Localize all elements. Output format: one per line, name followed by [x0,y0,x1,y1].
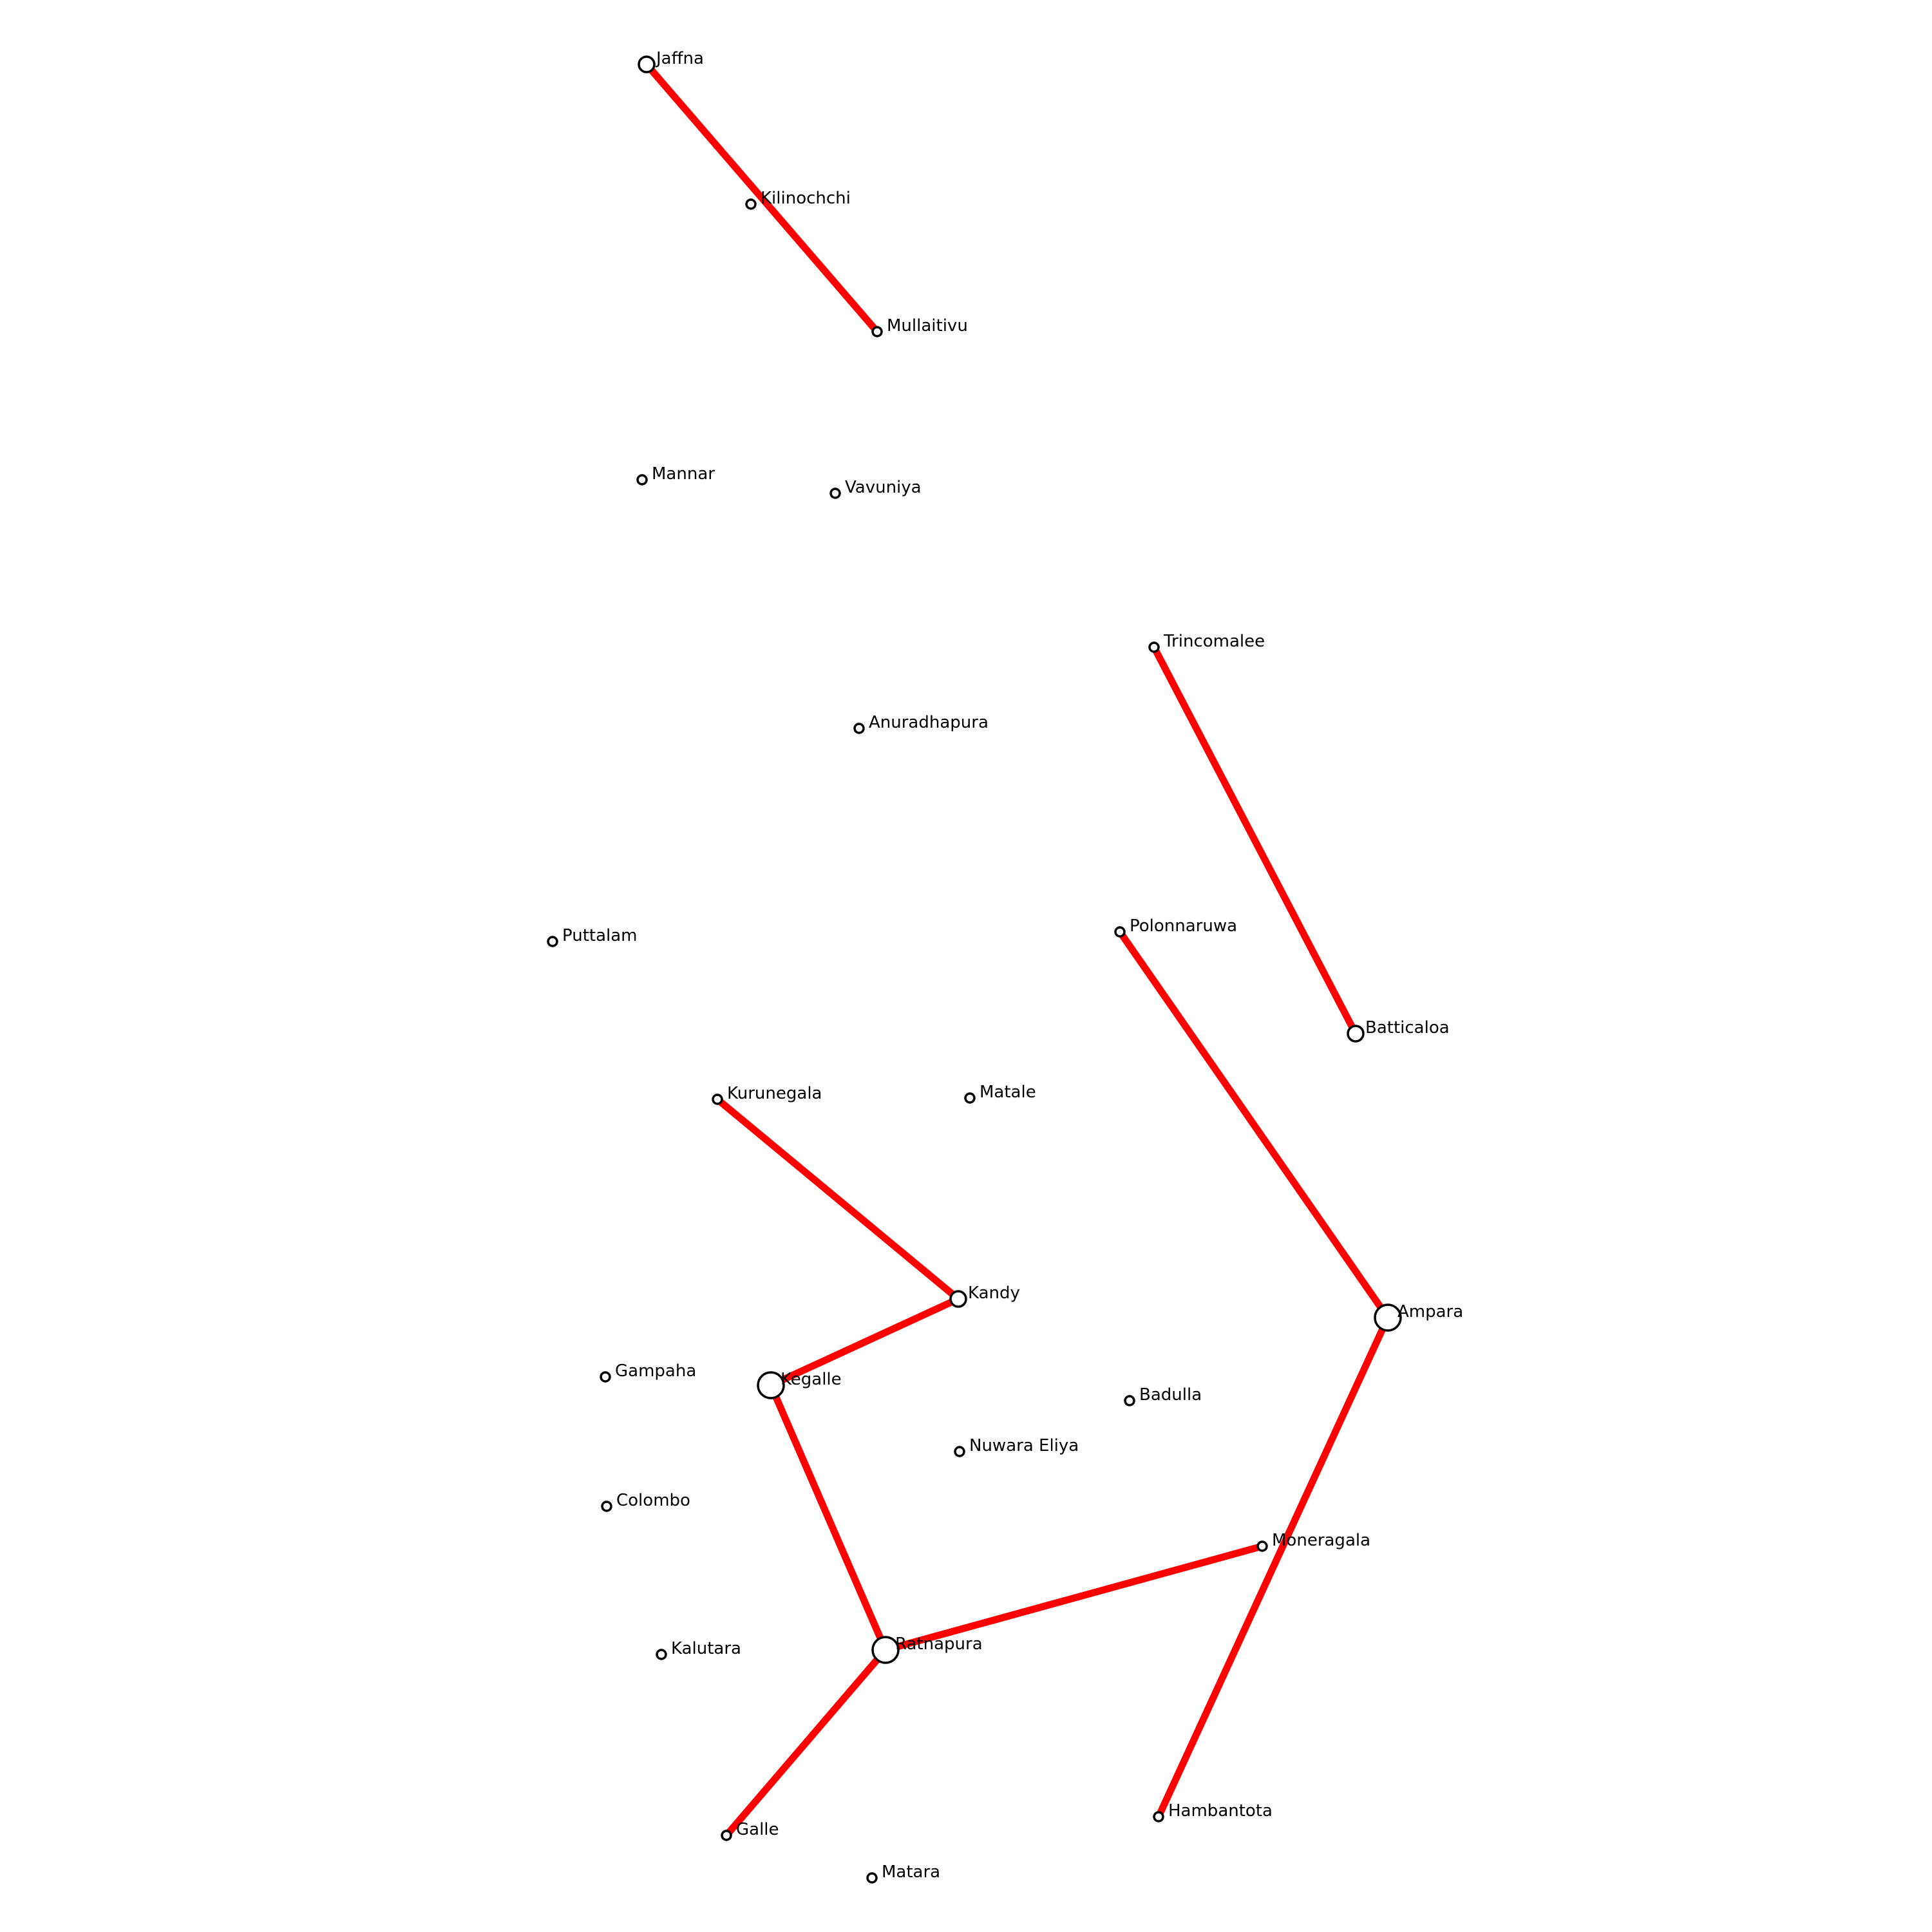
node-matale [964,1092,976,1104]
node-label-ampara: Ampara [1397,1302,1463,1321]
node-label-ratnapura: Ratnapura [895,1634,983,1654]
node-label-mullaitivu: Mullaitivu [887,316,968,336]
node-hambantota [1153,1811,1164,1823]
node-label-kurunegala: Kurunegala [727,1084,822,1103]
edge-ratnapura-galle [723,1647,889,1838]
node-label-badulla: Badulla [1139,1385,1202,1405]
node-label-hambantota: Hambantota [1168,1801,1273,1821]
node-label-polonnaruwa: Polonnaruwa [1130,916,1237,936]
node-gampaha [600,1371,611,1383]
edge-ratnapura-moneragala [884,1542,1264,1654]
node-kurunegala [712,1094,723,1105]
node-label-kandy: Kandy [968,1283,1020,1303]
node-label-jaffna: Jaffna [655,49,704,68]
node-ampara [1374,1303,1402,1332]
edge-polonnaruwa-ampara [1117,929,1391,1320]
node-label-colombo: Colombo [616,1491,690,1510]
node-puttalam [547,936,558,947]
node-badulla [1124,1395,1135,1406]
edge-kegalle-ratnapura [767,1383,889,1652]
node-batticaloa [1347,1025,1365,1043]
node-jaffna [638,55,656,73]
node-label-kegalle: Kegalle [781,1370,842,1389]
node-label-mannar: Mannar [652,464,715,484]
node-label-batticaloa: Batticaloa [1365,1018,1450,1037]
edge-kandy-kegalle [769,1296,960,1388]
node-matara [866,1872,878,1884]
node-label-gampaha: Gampaha [615,1361,696,1381]
edges-layer [643,62,1391,1838]
node-galle [721,1830,732,1841]
node-label-moneragala: Moneragala [1272,1531,1370,1550]
labels-layer: JaffnaKilinochchiMullaitivuMannarVavuniy… [562,49,1463,1882]
node-label-anuradhapura: Anuradhapura [869,713,989,732]
node-label-kilinochchi: Kilinochchi [761,189,851,208]
edge-kurunegala-kandy [715,1096,961,1302]
node-kilinochchi [745,198,757,210]
node-label-matara: Matara [882,1862,940,1882]
node-label-matale: Matale [980,1083,1036,1102]
node-kalutara [656,1649,667,1660]
node-nuwara_eliya [954,1446,965,1457]
node-kegalle [757,1371,785,1399]
node-mullaitivu [871,326,883,337]
edge-jaffna-mullaitivu [643,62,880,334]
node-label-vavuniya: Vavuniya [845,478,922,497]
node-kandy [949,1290,967,1308]
node-label-nuwara_eliya: Nuwara Eliya [969,1436,1079,1455]
node-polonnaruwa [1114,926,1126,938]
node-moneragala [1256,1540,1268,1552]
edge-ampara-hambantota [1155,1316,1391,1819]
node-mannar [636,474,648,486]
node-label-puttalam: Puttalam [562,926,638,945]
node-label-galle: Galle [736,1820,779,1839]
nodes-layer [547,55,1402,1884]
node-trincomalee [1148,641,1160,653]
node-label-trincomalee: Trincomalee [1163,632,1265,651]
node-label-kalutara: Kalutara [671,1639,741,1658]
node-ratnapura [871,1636,900,1664]
node-vavuniya [829,488,841,499]
node-colombo [601,1501,612,1512]
node-anuradhapura [853,723,865,734]
edge-trincomalee-batticaloa [1151,645,1359,1036]
